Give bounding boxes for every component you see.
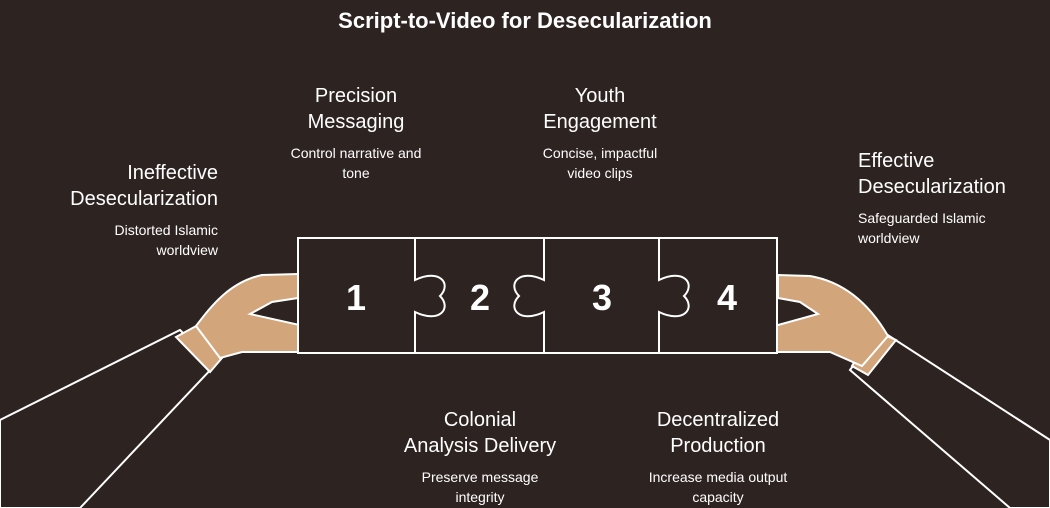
left-state-heading: Ineffective Desecularization (70, 162, 218, 210)
piece-3-heading: Youth Engagement (543, 85, 657, 133)
puzzle-connector-1-2 (414, 238, 446, 353)
piece-1-label: Precision Messaging Control narrative an… (256, 83, 456, 183)
left-state-description: Distorted Islamic worldview (114, 222, 218, 258)
piece-number-2: 2 (470, 277, 490, 318)
puzzle-frame (297, 237, 778, 354)
piece-number-4: 4 (717, 277, 737, 318)
diagram-title: Script-to-Video for Desecularization (338, 8, 712, 33)
right-state-label: Effective Desecularization Safeguarded I… (858, 148, 1038, 248)
piece-2-heading: Colonial Analysis Delivery (403, 409, 557, 457)
piece-4-description: Increase media output capacity (648, 469, 788, 505)
piece-1-heading: Precision Messaging (307, 85, 405, 133)
piece-4-heading: Decentralized Production (656, 409, 780, 457)
puzzle-connector-2-3 (513, 238, 545, 353)
piece-number-1: 1 (346, 277, 366, 318)
right-hand (758, 273, 890, 368)
left-arm (0, 328, 217, 508)
right-state-heading: Effective Desecularization (858, 150, 1006, 198)
piece-4-label: Decentralized Production Increase media … (608, 407, 828, 507)
piece-2-label: Colonial Analysis Delivery Preserve mess… (370, 407, 590, 507)
piece-3-label: Youth Engagement Concise, impactful vide… (500, 83, 700, 183)
piece-1-description: Control narrative and tone (290, 145, 422, 181)
left-state-label: Ineffective Desecularization Distorted I… (30, 160, 218, 260)
puzzle-connector-3-4 (658, 238, 690, 353)
piece-number-3: 3 (592, 277, 612, 318)
piece-2-description: Preserve message integrity (421, 469, 539, 505)
right-state-description: Safeguarded Islamic worldview (858, 210, 986, 246)
piece-3-description: Concise, impactful video clips (542, 145, 658, 181)
